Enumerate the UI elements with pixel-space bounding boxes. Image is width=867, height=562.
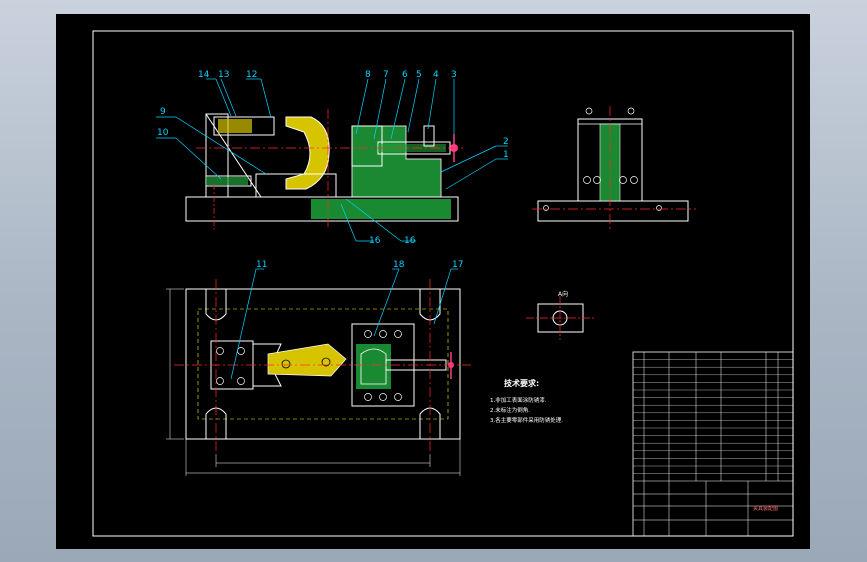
tech-requirements: 技术要求: 1.非加工表面涂防锈漆. 2.未标注为倒角. 3.各主要零部件采用防…	[490, 378, 563, 424]
plan-label-11: 11	[256, 260, 267, 270]
tech-item-1: 1.非加工表面涂防锈漆.	[490, 396, 547, 404]
plan-right-core	[356, 344, 391, 389]
front-label-5: 5	[416, 70, 422, 80]
front-label-8: 8	[365, 70, 371, 80]
plan-view: 11 18 17	[166, 260, 471, 476]
plan-label-17: 17	[452, 260, 463, 270]
drawing-sheet: 14 13 12 8 7 6 5 4 3 9 10 2 1 16 16	[56, 14, 810, 549]
tech-item-3: 3.各主要零部件采用防锈处理.	[490, 416, 563, 424]
tech-title: 技术要求:	[504, 378, 539, 388]
side-base	[537, 200, 689, 222]
left-support	[205, 113, 229, 198]
left-support-brace	[205, 113, 262, 198]
front-label-7: 7	[383, 70, 389, 80]
workpiece-block	[255, 173, 337, 198]
assembly-drawing: 14 13 12 8 7 6 5 4 3 9 10 2 1 16 16	[92, 30, 794, 537]
tech-item-2: 2.未标注为倒角.	[490, 406, 530, 414]
title-block: 夹具装配图	[632, 351, 794, 537]
section-a-label: A向	[558, 290, 568, 298]
plan-v-jaw	[252, 343, 282, 387]
base-section	[311, 199, 451, 219]
plan-inner	[197, 308, 449, 420]
front-label-14: 14	[198, 70, 210, 80]
drawing-frame	[92, 30, 794, 537]
front-label-4: 4	[433, 70, 439, 80]
left-screw-fill	[206, 177, 248, 185]
front-label-12: 12	[246, 70, 257, 80]
title-block-name: 夹具装配图	[753, 505, 778, 512]
front-label-6: 6	[402, 70, 408, 80]
front-label-3: 3	[451, 70, 457, 80]
front-label-16a: 16	[369, 236, 381, 246]
section-a: A向	[526, 290, 596, 340]
right-post	[423, 125, 435, 147]
front-label-16b: 16	[404, 236, 416, 246]
side-view	[532, 106, 696, 229]
front-view: 14 13 12 8 7 6 5 4 3 9 10 2 1 16 16	[156, 70, 509, 246]
plan-base	[185, 288, 461, 440]
front-label-9: 9	[160, 107, 166, 117]
front-label-13: 13	[218, 70, 229, 80]
plan-label-18: 18	[393, 260, 405, 270]
left-top-block-fill	[218, 119, 252, 133]
left-top-block	[213, 116, 275, 136]
front-label-2: 2	[503, 137, 509, 147]
front-label-10: 10	[157, 128, 169, 138]
front-label-1: 1	[503, 150, 509, 160]
v-clamp-jaw	[285, 116, 330, 190]
right-body	[351, 125, 442, 198]
plan-lever	[267, 343, 347, 377]
